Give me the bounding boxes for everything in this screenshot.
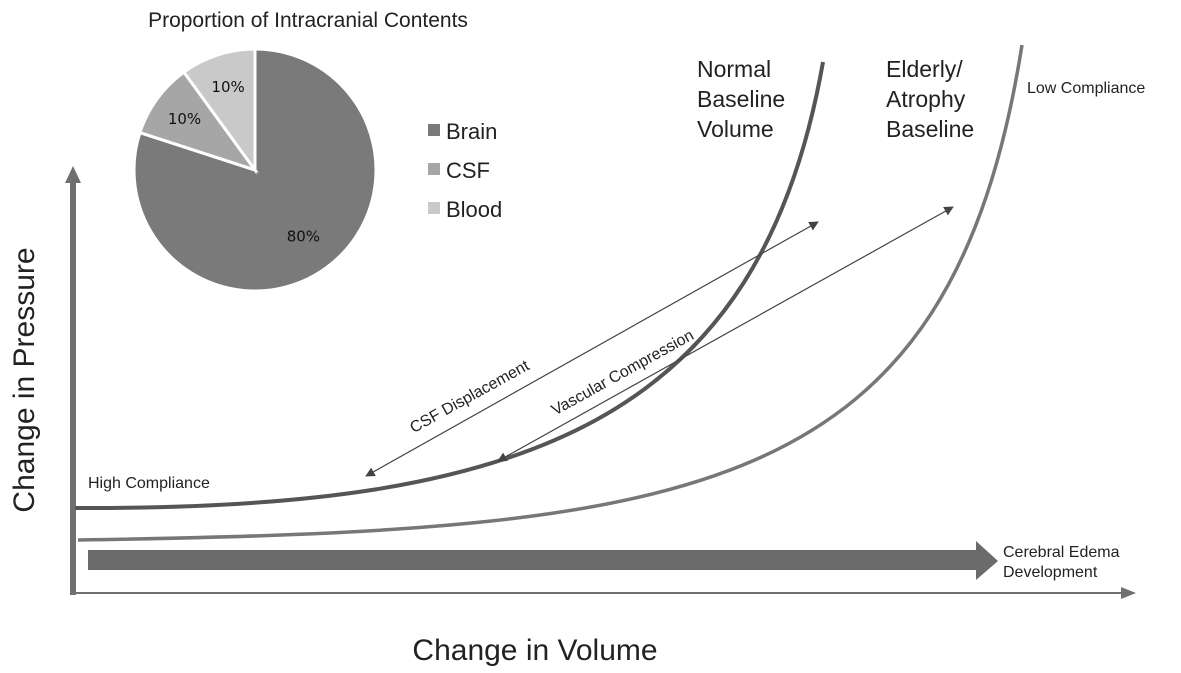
legend-label-csf: CSF [446, 158, 490, 183]
pie-slice-blood [181, 47, 257, 175]
high-compliance-label: High Compliance [88, 475, 210, 492]
pie-label-blood: 10% [211, 78, 244, 96]
pie-label-brain: 80% [287, 228, 320, 246]
y-axis [65, 166, 81, 595]
series-label-elderly-line-2: Atrophy [886, 86, 966, 112]
pie-chart: 80% 10% 10% [132, 47, 378, 293]
pie-legend: Brain CSF Blood [428, 119, 502, 222]
edema-label-line-2: Development [1003, 564, 1098, 581]
edema-arrow [88, 541, 998, 580]
csf-displacement-arrow [365, 221, 819, 477]
series-label-elderly-line-3: Baseline [886, 116, 974, 142]
series-label-normal-line-1: Normal [697, 56, 771, 82]
legend-swatch-csf [428, 163, 440, 175]
legend-swatch-brain [428, 124, 440, 136]
pie-label-csf: 10% [168, 110, 201, 128]
axes [65, 166, 1136, 599]
pie-title: Proportion of Intracranial Contents [148, 9, 468, 32]
edema-label-line-1: Cerebral Edema [1003, 544, 1120, 561]
series-label-elderly: Elderly/ Atrophy Baseline [886, 56, 974, 142]
legend-label-blood: Blood [446, 197, 502, 222]
low-compliance-label: Low Compliance [1027, 80, 1145, 97]
series-label-normal: Normal Baseline Volume [697, 56, 792, 142]
edema-label: Cerebral Edema Development [1003, 544, 1124, 581]
series-label-elderly-line-1: Elderly/ [886, 56, 963, 82]
legend-swatch-blood [428, 202, 440, 214]
x-axis-label: Change in Volume [412, 634, 657, 667]
series-label-normal-line-2: Baseline [697, 86, 785, 112]
csf-displacement-label: CSF Displacement [407, 357, 532, 437]
vascular-compression-arrow [497, 206, 954, 462]
series-label-normal-line-3: Volume [697, 116, 774, 142]
legend-label-brain: Brain [446, 119, 497, 144]
x-axis [70, 587, 1136, 599]
y-axis-label: Change in Pressure [8, 247, 41, 512]
